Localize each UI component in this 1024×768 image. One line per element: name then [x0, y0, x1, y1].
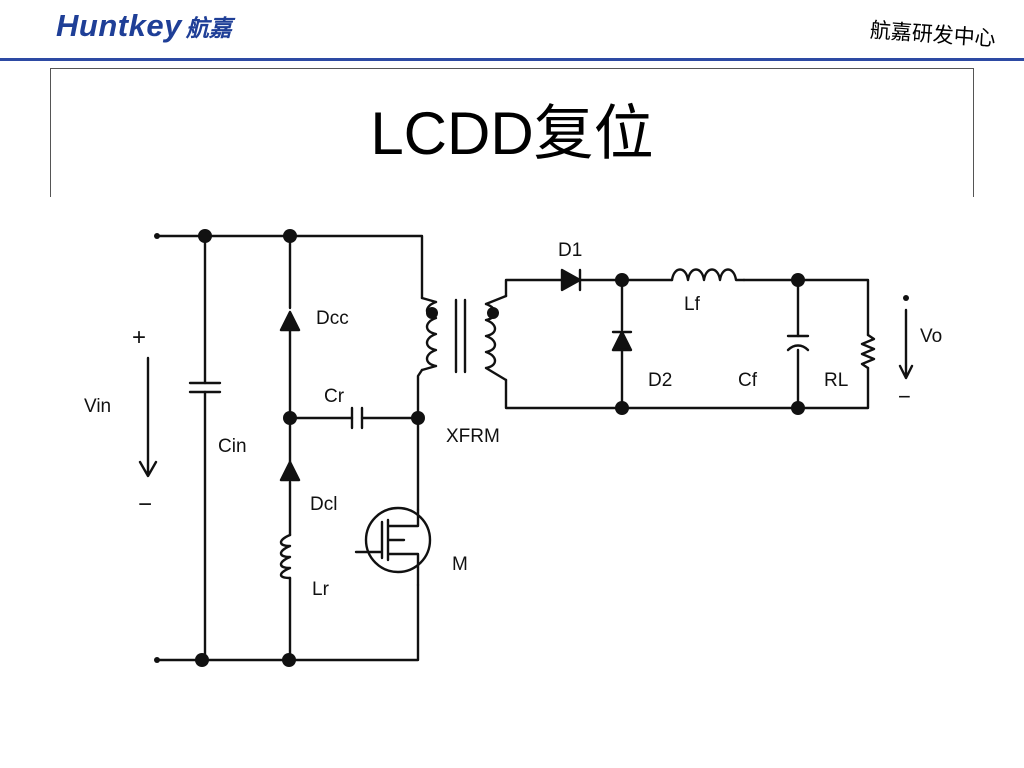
label-cf: Cf — [738, 370, 758, 391]
terminal-vo-plus — [903, 295, 909, 301]
diode-dcl — [279, 460, 301, 482]
title-frame: LCDD复位 — [50, 68, 974, 197]
brand-logo: Huntkey 航嘉 — [56, 8, 232, 48]
vin-arrow — [138, 356, 158, 478]
winding-dot-secondary — [487, 307, 499, 319]
label-cr: Cr — [324, 386, 345, 407]
junction-dot — [198, 229, 212, 243]
label-dcc: Dcc — [316, 308, 349, 329]
wire-primary-drain — [416, 368, 424, 512]
junction-dot — [195, 653, 209, 667]
capacitor-cin — [188, 381, 222, 394]
brand-logo-latin: Huntkey — [56, 8, 182, 43]
label-d2: D2 — [648, 370, 672, 391]
label-d1: D1 — [558, 240, 582, 261]
junction-dot — [791, 273, 805, 287]
terminal-vin-top — [154, 233, 160, 239]
junction-dot — [411, 411, 425, 425]
brand-logo-cjk: 航嘉 — [185, 16, 232, 42]
label-dcl: Dcl — [310, 494, 337, 515]
label-rl: RL — [824, 370, 848, 391]
label-vo: Vo — [920, 326, 942, 347]
junction-dot — [282, 653, 296, 667]
header-divider — [0, 58, 1024, 61]
wire-input-bottom-rail — [156, 583, 420, 662]
junction-dots — [154, 229, 909, 667]
junction-dot — [283, 229, 297, 243]
junction-dot — [615, 273, 629, 287]
inductor-lr — [279, 533, 292, 580]
transformer-core — [454, 298, 467, 374]
label-vo-minus: − — [898, 384, 911, 409]
junction-dot — [283, 411, 297, 425]
diode-dcc — [279, 310, 301, 332]
vo-arrow — [898, 308, 914, 380]
label-cin: Cin — [218, 436, 247, 457]
label-lr: Lr — [312, 579, 330, 600]
winding-dot-primary — [426, 307, 438, 319]
label-vin-minus: − — [138, 491, 152, 518]
label-xfrm: XFRM — [446, 426, 500, 447]
junction-dot — [791, 401, 805, 415]
mosfet-m-body — [364, 506, 432, 574]
diode-d2 — [611, 330, 633, 352]
inductor-lf — [670, 268, 746, 282]
capacitor-cr — [350, 406, 364, 430]
mosfet-m-symbol — [354, 508, 420, 587]
slide-title: LCDD复位 — [370, 100, 654, 167]
terminal-vin-bottom — [154, 657, 160, 663]
junction-dot — [615, 401, 629, 415]
label-vin: Vin — [84, 396, 111, 417]
label-vin-plus: + — [132, 324, 146, 351]
diode-d1 — [560, 268, 582, 292]
label-lf: Lf — [684, 294, 701, 315]
resistor-rl — [860, 333, 876, 370]
wire-output-bottom — [504, 366, 870, 410]
capacitor-cf — [786, 334, 810, 352]
label-m: M — [452, 554, 468, 575]
slide-header: Huntkey 航嘉 航嘉研发中心 — [0, 0, 1024, 66]
wire-input-top-rail — [156, 234, 424, 300]
